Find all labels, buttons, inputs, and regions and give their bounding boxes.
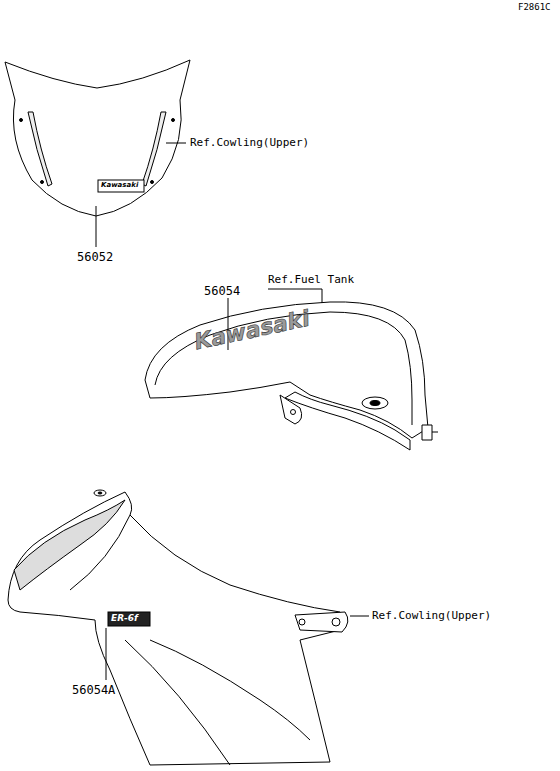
callout-number: 56052 — [77, 250, 113, 264]
windscreen — [5, 60, 190, 216]
leader-line — [106, 628, 107, 680]
decal-text: ER-6f — [111, 613, 138, 624]
reference-label: Ref.Fuel Tank — [268, 273, 354, 286]
leader-line — [166, 143, 186, 144]
decal-text: Kawasaki — [101, 181, 138, 189]
callout-number: 56054 — [204, 284, 240, 298]
tank-cap-mount — [362, 397, 388, 409]
cowling-bracket — [295, 612, 348, 632]
fuel-tank — [145, 302, 428, 438]
decal-text: Kawasaki — [192, 306, 312, 356]
leader-line — [350, 616, 369, 617]
cowling — [8, 492, 344, 765]
reference-label: Ref.Cowling(Upper) — [372, 609, 491, 622]
reference-label: Ref.Cowling(Upper) — [190, 136, 309, 149]
windscreen-slit — [28, 112, 52, 186]
tank-mount — [280, 395, 302, 424]
leader-line — [322, 289, 323, 303]
cowling-headlight — [14, 500, 125, 590]
tank-bracket — [422, 425, 432, 440]
windscreen-slit — [142, 112, 166, 186]
leader-line — [96, 206, 97, 247]
leader-line — [268, 289, 322, 290]
tank-panel — [285, 392, 410, 450]
decal-outline — [98, 180, 144, 192]
decal-badge — [108, 612, 150, 626]
figure-code: F2861C — [518, 2, 551, 13]
callout-number: 56054A — [72, 683, 115, 697]
